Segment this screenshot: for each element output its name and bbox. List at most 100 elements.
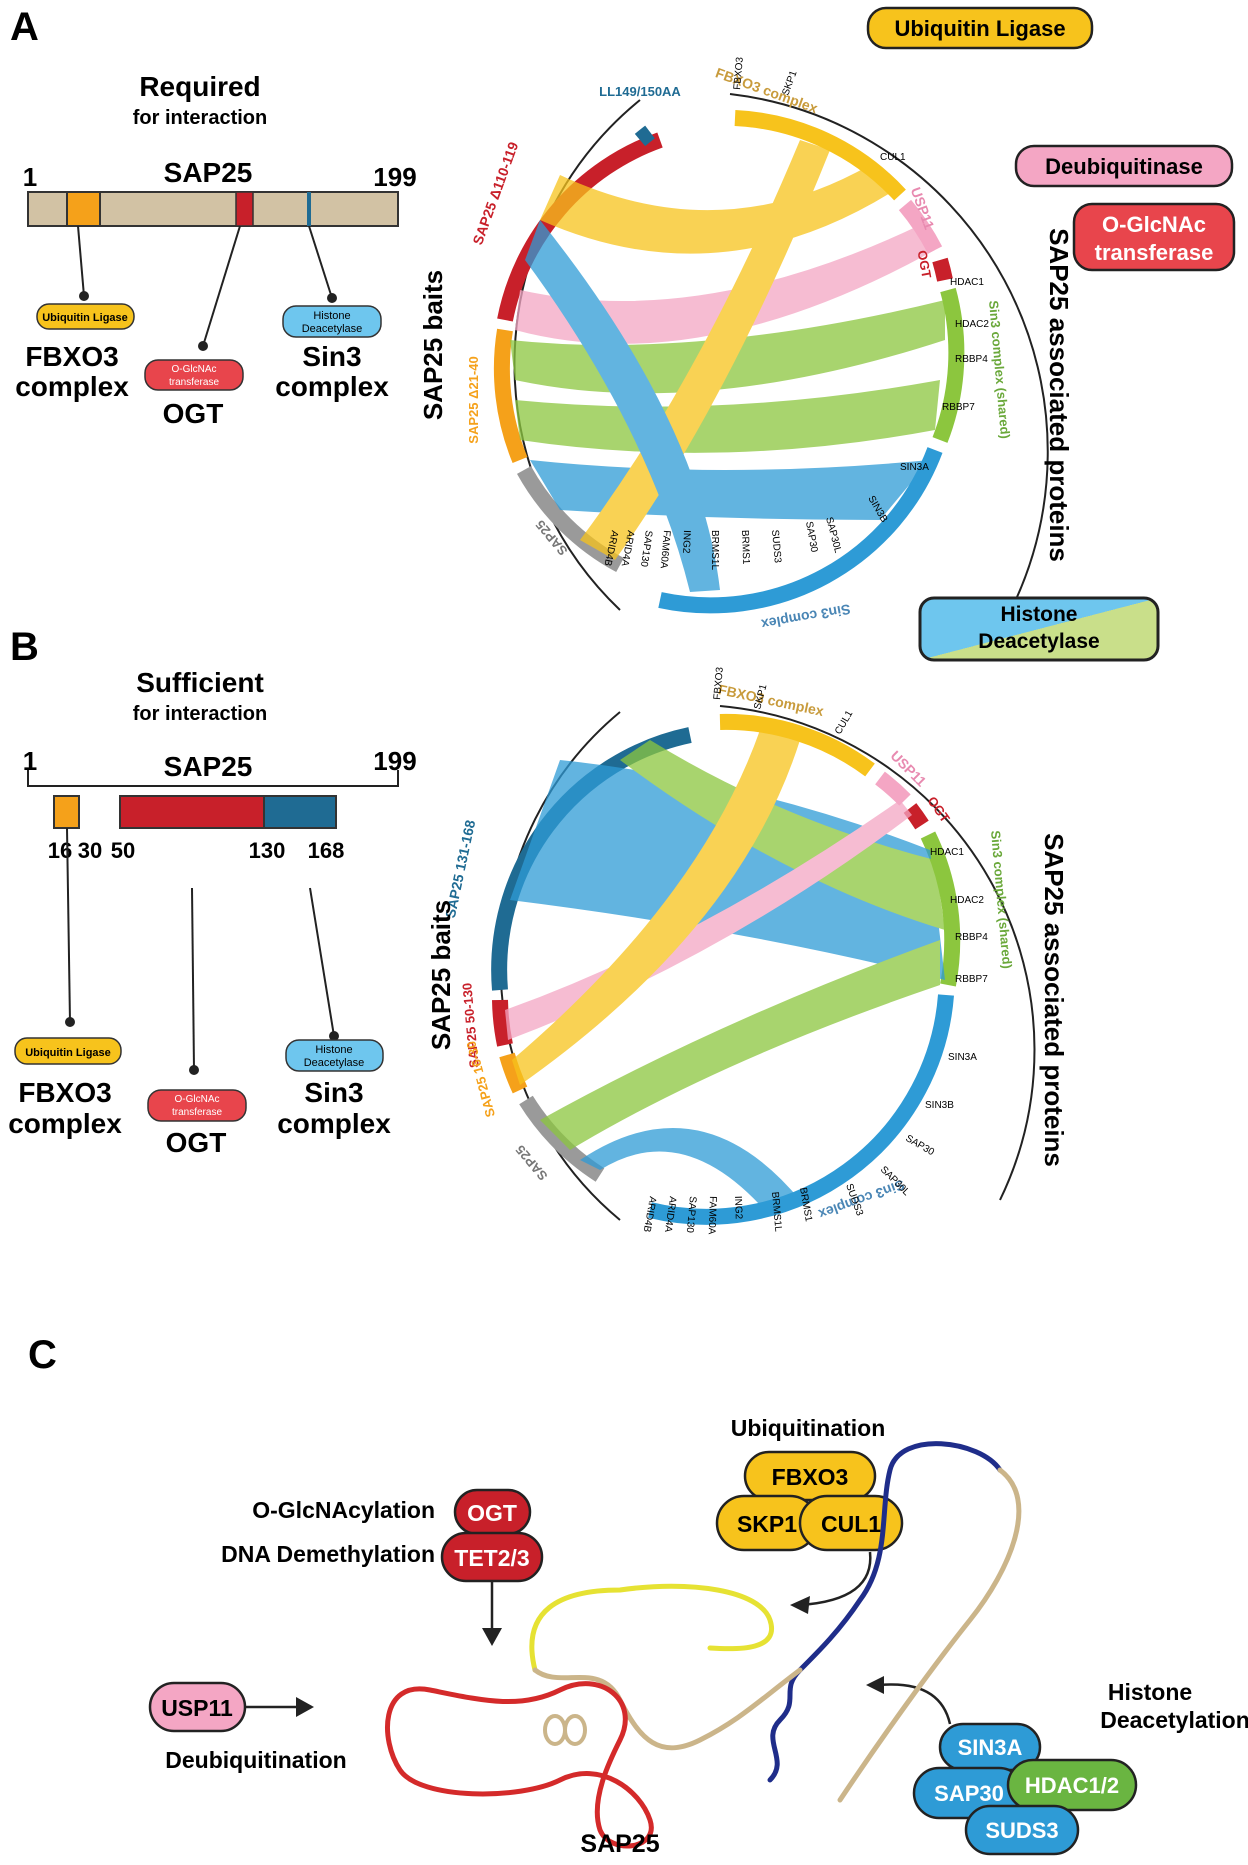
- panel-b-subtitle: for interaction: [133, 703, 267, 725]
- legend-ogt-line1: O-GlcNAc: [1102, 212, 1206, 237]
- complex-label: OGT: [915, 249, 935, 279]
- protein-label: ING2: [732, 1196, 744, 1220]
- tet-node: [440, 1531, 544, 1583]
- ogt-badge-line1: O-GlcNAc: [172, 364, 217, 375]
- ogt-badge-line1: O-GlcNAc: [175, 1094, 220, 1105]
- ogt-badge: [147, 1089, 247, 1122]
- sin3-complex-line1: Sin3: [302, 341, 361, 372]
- fbxo3-complex-line2: complex: [15, 371, 129, 402]
- baits-title: SAP25 baits: [418, 270, 448, 420]
- legend-ogt-line2: transferase: [1095, 240, 1214, 265]
- usp11-node-label: USP11: [161, 1695, 233, 1721]
- segment-label: 16: [48, 838, 72, 863]
- associated-title: SAP25 associated proteins: [1039, 833, 1069, 1167]
- associated-title: SAP25 associated proteins: [1044, 228, 1074, 562]
- prey-segment: [875, 771, 911, 806]
- associated-outer-arc: [719, 705, 1036, 1201]
- complex-label: Sin3 complex (shared): [988, 830, 1015, 969]
- panel-a-letter: A: [10, 5, 39, 49]
- legend-histone-line2: Deacetylase: [978, 630, 1099, 653]
- ogt-badge-line2: transferase: [172, 1107, 222, 1118]
- legend-deubiquitinase-label: Deubiquitinase: [1045, 154, 1203, 179]
- bait-segment: [499, 1052, 528, 1094]
- dna-demethylation-label: DNA Demethylation: [221, 1541, 435, 1567]
- ogt-badge-line2: transferase: [169, 377, 219, 388]
- sap25-structure: [385, 1441, 1022, 1849]
- protein-label: SAP30L: [823, 516, 843, 555]
- histone-badge: [285, 1039, 384, 1072]
- ubiquitination-label: Ubiquitination: [731, 1415, 886, 1441]
- protein-label: SAP25: [164, 157, 253, 188]
- arrowhead: [482, 1628, 502, 1646]
- connector-dot: [329, 1031, 339, 1041]
- region-16-30: [53, 795, 80, 829]
- histone-badge: [282, 305, 382, 338]
- fbxo3-complex-line1: FBXO3: [25, 341, 118, 372]
- protein-label: HDAC2: [955, 319, 989, 330]
- protein-label: ARID4A: [662, 1196, 678, 1234]
- legend-deubiquitinase: [1014, 144, 1234, 188]
- panel-b: B Sufficient for interaction 1 SAP25 199…: [8, 625, 1069, 1235]
- complex-label: Sin3 complex (shared): [986, 300, 1013, 439]
- ogt-region: [235, 191, 254, 227]
- prey-segment: [658, 447, 943, 614]
- ubiquitin-region: [66, 191, 101, 227]
- protein-label: FBXO3: [712, 666, 726, 700]
- prey-segment: [648, 994, 954, 1225]
- histone-deacetylation-line2: Deacetylation: [1100, 1707, 1248, 1733]
- sap25-structure-label: SAP25: [580, 1830, 659, 1858]
- protein-label: SAP30: [904, 1133, 937, 1158]
- fbxo3-node: [743, 1450, 877, 1502]
- bait-segment: [493, 328, 528, 464]
- ubiquitin-ligase-badge: [14, 1037, 122, 1065]
- ribbon: [515, 380, 940, 453]
- protein-label: CUL1: [833, 708, 856, 736]
- range-end: 199: [373, 746, 416, 776]
- sap30-node-label: SAP30: [934, 1781, 1004, 1806]
- bait-label: SAP25 50-130: [459, 982, 481, 1068]
- panel-b-letter: B: [10, 625, 39, 669]
- sin3a-node-label: SIN3A: [958, 1735, 1023, 1760]
- prey-segment: [920, 831, 961, 987]
- ogt-node-label: OGT: [467, 1500, 517, 1526]
- chord-diagram-b: SAP25 131-168 SAP25 50-130 SAP25 16-30 S…: [426, 666, 1069, 1235]
- ribbon: [515, 225, 935, 344]
- segment-label: 130: [249, 838, 286, 863]
- bait-label: SAP25 Δ21-40: [466, 356, 481, 443]
- sin3-binding-region: [767, 1441, 1003, 1783]
- bait-segment: [634, 125, 655, 147]
- protein-label: SUDS3: [769, 529, 783, 564]
- fbxo3-complex-line1: FBXO3: [18, 1077, 111, 1108]
- histone-badge-line1: Histone: [313, 310, 350, 322]
- ribbon: [540, 940, 940, 1150]
- connector-ubiquitin: [66, 827, 71, 1023]
- linker-region: [532, 1667, 803, 1751]
- connector-sin3: [308, 225, 333, 299]
- sin3-complex-line2: complex: [275, 371, 389, 402]
- range-bracket: [27, 770, 399, 787]
- connector-dot: [189, 1065, 199, 1075]
- ubiquitin-binding-region: [529, 1583, 775, 1673]
- connector-ogt: [202, 225, 241, 347]
- arrow-ubiquitination: [799, 1551, 872, 1607]
- connector-dot: [198, 341, 208, 351]
- segment-label: 168: [308, 838, 345, 863]
- prey-segment: [903, 803, 929, 830]
- legend-ogt: [1072, 202, 1236, 272]
- protein-label: BRMS1: [739, 530, 751, 565]
- protein-label: SIN3A: [900, 462, 929, 473]
- prey-segment: [932, 287, 965, 443]
- protein-label: SAP25: [164, 751, 253, 782]
- ribbon: [512, 730, 800, 1085]
- protein-label: SAP130: [684, 1196, 698, 1234]
- connector-ubiquitin: [77, 225, 85, 297]
- arrowhead: [296, 1697, 314, 1717]
- bait-segment: [519, 1095, 605, 1182]
- protein-label: RBBP7: [942, 402, 975, 413]
- ribbon: [540, 165, 895, 254]
- protein-label: HDAC1: [950, 277, 984, 288]
- ogt-badge: [144, 359, 244, 391]
- connector-dot: [327, 293, 337, 303]
- complex-label: Sin3 complex: [760, 601, 852, 632]
